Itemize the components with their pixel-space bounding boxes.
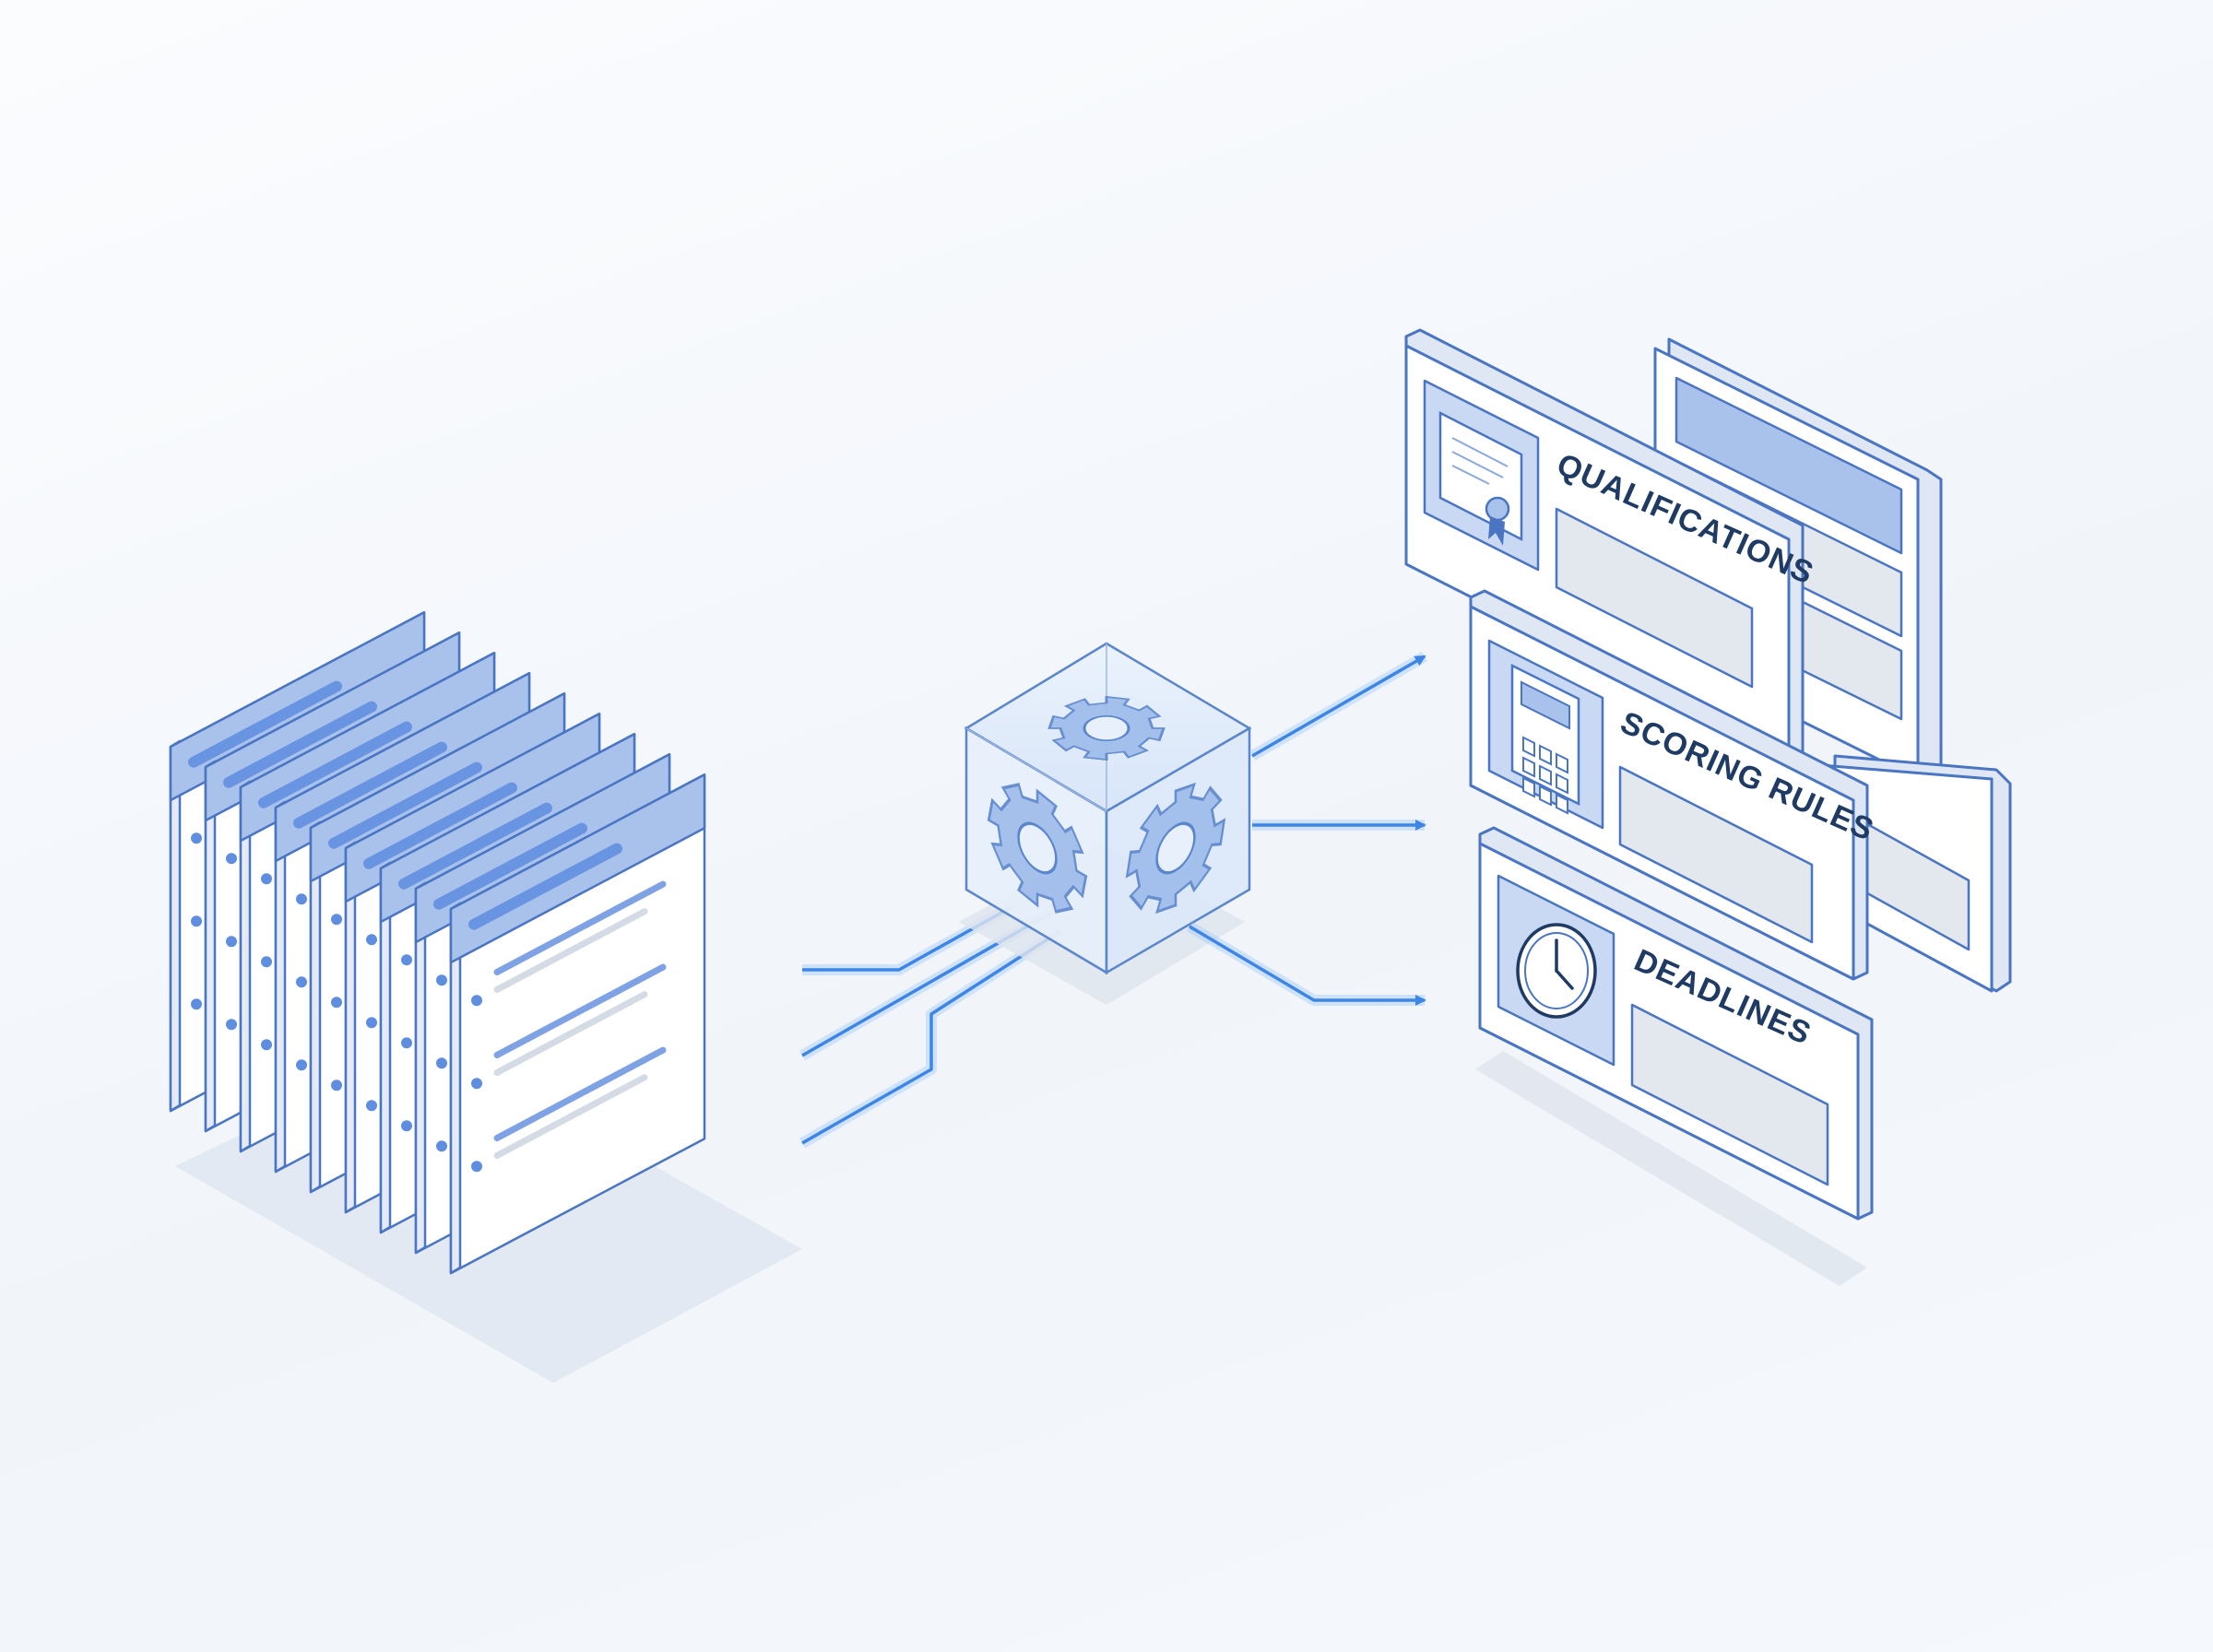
connector-line — [801, 929, 1061, 1145]
gear-icon — [1047, 695, 1166, 761]
output-arrows — [1186, 651, 1428, 1006]
scoring-rules-card: SCORING RULES — [1469, 589, 1879, 981]
clock-icon — [1516, 923, 1597, 1019]
output-arrow — [1251, 655, 1426, 758]
document-stack — [169, 611, 802, 1383]
calculator-icon — [1510, 663, 1580, 815]
processing-cube — [959, 642, 1252, 1005]
gear-icon — [987, 783, 1088, 914]
input-connectors — [799, 903, 1064, 1149]
qualifications-card: QUALIFICATIONS — [1404, 328, 1819, 760]
deadlines-card: DEADLINES — [1478, 826, 1874, 1221]
output-arrow — [1189, 925, 1426, 1006]
gear-icon — [1125, 782, 1226, 914]
document-page — [449, 773, 706, 1275]
output-cards: QUALIFICATIONS SCORING RULES — [1404, 328, 2012, 1286]
certificate-icon — [1438, 410, 1523, 546]
output-cards-shadow — [1475, 1051, 1867, 1286]
